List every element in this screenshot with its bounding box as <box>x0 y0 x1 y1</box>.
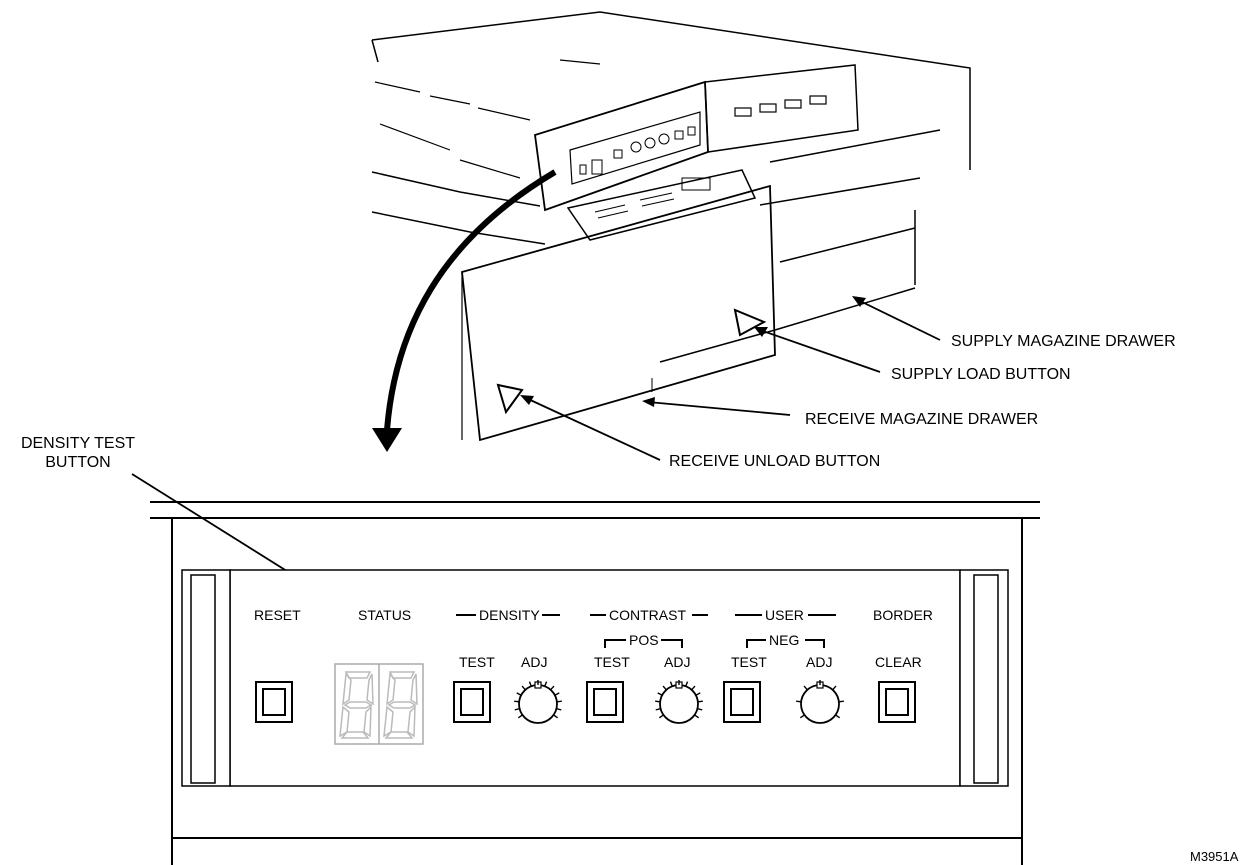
clear-button[interactable] <box>878 681 916 723</box>
label-clear: CLEAR <box>875 654 922 670</box>
knob-tick <box>554 692 560 696</box>
head-mini-controls <box>579 126 696 175</box>
machine-top-cover <box>371 11 971 170</box>
machine-illustration <box>371 11 971 442</box>
label-user: USER <box>765 607 804 623</box>
knob-tick <box>544 681 548 687</box>
user-adj-knob[interactable] <box>796 680 844 724</box>
knob-tick <box>553 714 559 719</box>
callout-density-test-button-line1: DENSITY TEST <box>21 435 135 452</box>
knob-tick <box>514 700 520 703</box>
knob-tick <box>517 714 523 719</box>
knob-tick <box>832 685 837 691</box>
label-density-test: TEST <box>459 654 495 670</box>
pos-bracket-left <box>604 639 626 648</box>
left-handle <box>181 569 231 787</box>
label-status: STATUS <box>358 607 411 623</box>
knob-tick <box>697 700 703 703</box>
seven-segment-digit-2 <box>383 671 418 739</box>
keypad-details <box>594 177 711 219</box>
knob-tick <box>694 714 700 719</box>
label-contrast-adj: ADJ <box>664 654 690 670</box>
connector-ports <box>734 95 827 117</box>
knob-tick <box>695 692 701 696</box>
receive-drawer-front <box>461 184 776 442</box>
knob-tick <box>838 700 844 703</box>
receive-unload-button[interactable] <box>496 383 524 415</box>
knob-tick <box>556 700 562 703</box>
machine-shading <box>374 59 601 179</box>
knob-tick <box>657 692 663 696</box>
connector-panel <box>704 64 859 153</box>
density-test-button[interactable] <box>453 681 491 723</box>
knob-tick <box>550 685 555 691</box>
control-head-unit <box>534 80 709 212</box>
head-display-window <box>569 111 701 185</box>
figure-id: M3951A <box>1190 849 1239 864</box>
label-user-adj: ADJ <box>806 654 832 670</box>
label-contrast-test: TEST <box>594 654 630 670</box>
knob-tick <box>669 681 673 687</box>
knob-tick <box>655 707 661 711</box>
label-neg: NEG <box>769 632 799 648</box>
knob-tick <box>514 707 520 711</box>
machine-top-cover-edge <box>371 39 379 63</box>
label-contrast: CONTRAST <box>609 607 686 623</box>
reset-button[interactable] <box>255 681 293 723</box>
callout-supply-magazine-drawer: SUPPLY MAGAZINE DRAWER <box>951 333 1176 350</box>
machine-side-line-2 <box>371 211 546 245</box>
neg-bracket-left <box>746 639 766 648</box>
knob-tick <box>835 714 841 719</box>
seven-segment-digit-1 <box>339 671 374 739</box>
contrast-test-button[interactable] <box>586 681 624 723</box>
knob-tick <box>697 707 703 711</box>
supply-drawer-bottom <box>774 287 916 331</box>
machine-right-edge-3 <box>779 227 916 263</box>
zoom-arrow <box>384 169 557 431</box>
right-handle <box>959 569 1009 787</box>
label-pos: POS <box>629 632 659 648</box>
pos-bracket-right <box>661 639 683 648</box>
callout-density-test-button-line2: BUTTON <box>45 454 110 471</box>
label-user-test: TEST <box>731 654 767 670</box>
machine-right-edge-2 <box>759 177 921 206</box>
knob-tick <box>691 685 696 691</box>
knob-tick <box>799 714 805 719</box>
keypad-tray <box>566 169 757 241</box>
knob-tick <box>556 707 562 711</box>
knob-tick <box>685 681 689 687</box>
knob-tick <box>516 692 522 696</box>
knob-tick <box>803 685 808 691</box>
zoom-arrow-head <box>372 428 402 452</box>
knob-tick <box>796 700 802 703</box>
machine-right-edge <box>769 129 941 163</box>
density-adj-knob[interactable] <box>514 680 562 724</box>
label-density: DENSITY <box>479 607 540 623</box>
knob-tick <box>528 681 532 687</box>
user-test-button[interactable] <box>723 681 761 723</box>
callout-receive-unload-button: RECEIVE UNLOAD BUTTON <box>669 453 880 470</box>
knob-tick <box>662 685 667 691</box>
knob-tick <box>521 685 526 691</box>
callout-supply-load-button: SUPPLY LOAD BUTTON <box>891 366 1071 383</box>
status-display <box>334 663 424 745</box>
control-panel-housing <box>150 501 1040 865</box>
callout-receive-magazine-drawer: RECEIVE MAGAZINE DRAWER <box>805 411 1038 428</box>
knob-tick <box>655 700 661 703</box>
label-reset: RESET <box>254 607 301 623</box>
knob-tick <box>658 714 664 719</box>
contrast-adj-knob[interactable] <box>655 680 703 724</box>
neg-bracket-right <box>805 639 825 648</box>
label-border: BORDER <box>873 607 933 623</box>
drawer-bottom-mid <box>659 329 776 363</box>
supply-load-button[interactable] <box>733 308 767 337</box>
label-density-adj: ADJ <box>521 654 547 670</box>
